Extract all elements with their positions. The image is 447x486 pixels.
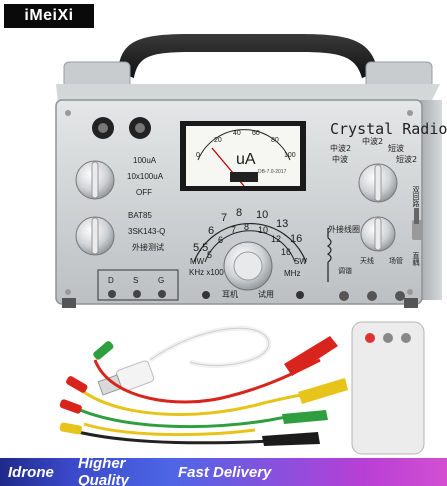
banner-fast-delivery: Fast Delivery [170,458,447,486]
terminal-d[interactable] [108,290,116,298]
banner-higher-quality: Higher Quality [70,455,170,486]
coil-symbol [326,228,332,282]
dial-outer-6: 6 [208,225,215,237]
case-side [420,100,442,300]
usb-cable [97,325,272,396]
carry-handle [118,34,378,78]
coil-switch-knob[interactable] [360,216,396,252]
binding-post-left[interactable] [92,117,114,139]
meter-scale-60: 60 [252,130,260,137]
dial-inner-8: 8 [244,222,250,232]
terminal-s[interactable] [133,290,141,298]
front-panel [55,99,423,305]
dial-mhz: MHz [284,269,301,278]
external-coil-label: 外接线圈 [328,225,360,234]
promo-banner: Idrone Higher Quality Fast Delivery [0,455,447,486]
dial-outer-8: 8 [236,207,243,219]
dial-outer-7: 7 [221,212,228,224]
tuning-label: 调谐 [338,267,352,275]
clip-red [284,336,338,376]
case-top [56,84,440,104]
dial-mw: MW [190,257,205,266]
dial-inner-12: 12 [271,234,282,244]
dial-khz: KHz x100 [189,268,224,277]
band-mid2-left: 中波2 [330,144,352,153]
dial-inner-6: 6 [218,235,224,245]
test-jack[interactable] [296,291,304,299]
band-mid2-top: 中波2 [362,137,384,146]
external-test-label: 外接测试 [132,243,164,252]
terminal-g[interactable] [158,290,166,298]
meter-scale-100: 100 [284,152,296,159]
antenna-terminal[interactable] [339,291,349,301]
dial-inner-10: 10 [258,225,269,235]
band-short: 短波 [388,144,404,153]
panel-title: Crystal Radio [330,120,447,138]
field-terminal[interactable] [395,291,405,301]
transistor-socket-box [97,269,179,301]
antenna-label: 天线 [360,257,374,265]
band-switch-knob[interactable] [358,163,398,203]
banner-idrone: Idrone [0,458,70,486]
pin-s: S [133,276,139,285]
band-short2: 短波2 [396,155,418,164]
dial-scale-arc [193,223,307,263]
test-leads [59,336,348,446]
tuning-knob[interactable] [223,241,273,291]
brand-logo: iMeiXi [4,4,94,28]
dial-inner-5: 5 [207,250,213,260]
dual-circuit-label: 双回路 [412,186,420,207]
meter-scale-80: 80 [271,137,279,144]
diode-3sk143: 3SK143-Q [128,227,166,236]
binding-post-right[interactable] [129,117,151,139]
range-off: OFF [136,188,152,197]
remote-control [351,321,425,455]
meter-scale-0: 0 [196,152,200,159]
test-use-label: 试用 [258,290,274,299]
dial-inner-16: 16 [281,247,292,257]
pin-g: G [158,276,165,285]
clip-green [282,410,328,424]
dial-outer-55: 5.5 [193,242,209,254]
range-switch-knob[interactable] [75,160,115,200]
dial-outer-13: 13 [276,218,289,230]
meter-scale-40: 40 [233,130,241,137]
field-label: 场管 [389,257,403,265]
earphone-jack[interactable] [202,291,210,299]
diode-switch-knob[interactable] [75,216,115,256]
dial-outer-10: 10 [256,209,269,221]
range-100ua: 100uA [133,156,157,165]
dial-sw: SW [294,257,307,266]
dial-outer-16: 16 [290,233,303,245]
range-10x100ua: 10x100uA [127,172,164,181]
earphone-label: 耳机 [222,290,238,299]
meter-fine-print: DB-7.0-2017 [258,169,287,175]
dial-inner-7: 7 [231,225,237,235]
pin-d: D [108,276,114,285]
clip-black [262,432,320,446]
clip-yellow [298,378,348,404]
direct-coupling-label: 直耦 [412,252,420,266]
meter-scale-20: 20 [214,137,222,144]
meter-unit: uA [236,151,256,168]
diode-bat85: BAT85 [128,211,152,220]
toggle-switch[interactable] [412,208,422,240]
band-mid: 中波 [332,155,348,164]
tuning-terminal[interactable] [367,291,377,301]
